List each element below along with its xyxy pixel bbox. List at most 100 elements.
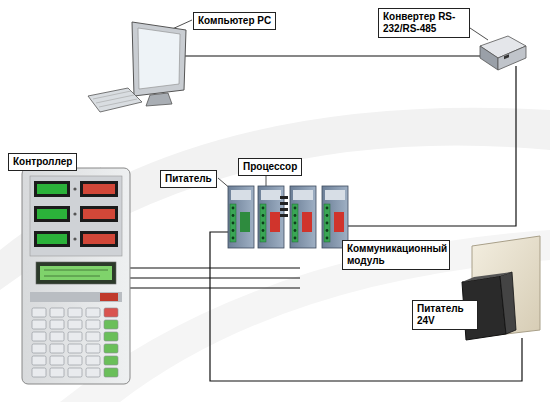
terminal xyxy=(232,237,235,240)
io-module xyxy=(322,186,348,248)
module-indicator xyxy=(302,212,312,232)
controller-wires xyxy=(130,268,300,288)
key xyxy=(104,368,118,377)
wires xyxy=(130,56,522,381)
callout-box: Питатель xyxy=(160,170,217,188)
callout-box: Компьютер PC xyxy=(193,12,276,30)
terminal xyxy=(232,229,235,232)
module-label xyxy=(325,190,345,200)
terminal xyxy=(326,237,329,240)
module-indicator xyxy=(270,212,280,232)
indicator xyxy=(73,212,76,215)
callout-text: Конвертер RS-232/RS-485 xyxy=(383,11,465,35)
key xyxy=(50,344,64,353)
led-display xyxy=(34,206,70,222)
module-label xyxy=(261,190,281,200)
led-display xyxy=(80,231,118,247)
terminal xyxy=(294,229,297,232)
key xyxy=(86,320,100,329)
module-indicator xyxy=(334,212,344,232)
key xyxy=(104,320,118,329)
key xyxy=(50,308,64,317)
callout-box: Контроллер xyxy=(8,153,77,171)
module-label xyxy=(231,190,251,200)
key xyxy=(86,344,100,353)
terminal xyxy=(262,229,265,232)
key xyxy=(50,356,64,365)
leader-line xyxy=(470,28,488,40)
led-digits xyxy=(83,209,115,219)
terminal xyxy=(232,207,235,210)
terminal xyxy=(232,222,235,225)
callout-text: Питатель 24V xyxy=(417,303,473,327)
terminal xyxy=(262,214,265,217)
key xyxy=(86,308,100,317)
indicator xyxy=(73,237,76,240)
module-indicator xyxy=(240,212,250,232)
key xyxy=(68,356,82,365)
leader-lines xyxy=(100,20,490,306)
key xyxy=(32,344,46,353)
indicator xyxy=(73,187,76,190)
terminal xyxy=(326,222,329,225)
terminal-block xyxy=(324,204,330,242)
key xyxy=(104,356,118,365)
terminal-block xyxy=(230,204,236,242)
callout-box: Питатель 24V xyxy=(412,300,478,330)
key xyxy=(68,344,82,353)
module-rack xyxy=(228,186,348,248)
terminal xyxy=(294,237,297,240)
bus-connector xyxy=(280,208,288,211)
terminal-block xyxy=(260,204,266,242)
callout-text: Процессор xyxy=(243,161,297,173)
controller-illustration xyxy=(22,168,130,384)
led-display xyxy=(34,231,70,247)
callout-box: Конвертер RS-232/RS-485 xyxy=(378,8,470,38)
led-digits xyxy=(37,234,67,244)
key xyxy=(32,356,46,365)
bus-connector xyxy=(280,214,288,217)
key xyxy=(86,332,100,341)
terminal xyxy=(262,237,265,240)
key xyxy=(32,320,46,329)
led-digits xyxy=(83,184,115,194)
callout-box: Процессор xyxy=(238,158,302,176)
led-display xyxy=(34,181,70,197)
led-display xyxy=(80,206,118,222)
module-label xyxy=(293,190,313,200)
terminal xyxy=(262,222,265,225)
key xyxy=(50,332,64,341)
key xyxy=(32,368,46,377)
key xyxy=(68,320,82,329)
key xyxy=(104,344,118,353)
key xyxy=(68,368,82,377)
key xyxy=(50,368,64,377)
callout-text: Компьютер PC xyxy=(198,15,271,27)
key xyxy=(68,332,82,341)
led-digits xyxy=(37,184,67,194)
terminal xyxy=(294,222,297,225)
converter-illustration xyxy=(480,36,526,70)
terminal xyxy=(262,207,265,210)
led-digits xyxy=(37,209,67,219)
led-display xyxy=(80,181,118,197)
rs485-wire xyxy=(347,66,516,226)
terminal xyxy=(326,207,329,210)
callout-box: Коммуникационный модуль xyxy=(342,240,450,270)
key xyxy=(86,368,100,377)
background-swoosh xyxy=(60,230,550,402)
io-module xyxy=(228,186,254,248)
rs232-wire xyxy=(180,55,488,56)
callout-text: Коммуникационный модуль xyxy=(347,243,445,267)
callout-text: Контроллер xyxy=(13,156,72,168)
terminal xyxy=(294,214,297,217)
terminal xyxy=(326,229,329,232)
key xyxy=(104,332,118,341)
bus-connector xyxy=(280,196,288,199)
key xyxy=(86,356,100,365)
terminal xyxy=(326,214,329,217)
terminal xyxy=(232,214,235,217)
key xyxy=(32,308,46,317)
